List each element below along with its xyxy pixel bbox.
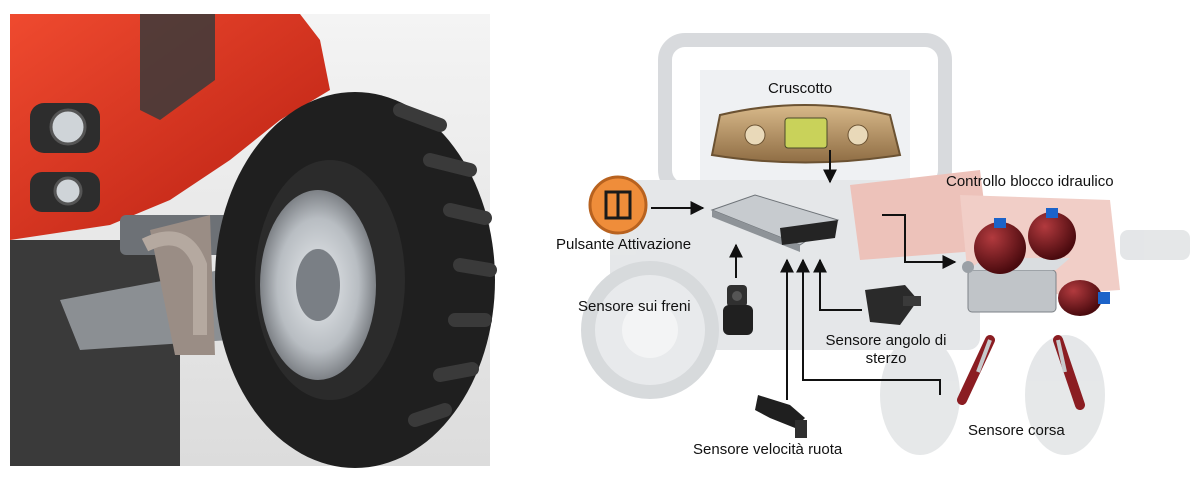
brake-sensor-icon <box>723 285 753 335</box>
activation-button-icon <box>588 175 648 235</box>
hydraulic-block-icon <box>962 208 1110 316</box>
label-wheel-speed-sensor: Sensore velocità ruota <box>693 441 843 458</box>
label-dashboard: Cruscotto <box>768 80 833 97</box>
arrow-steering-to-ecu <box>813 258 862 311</box>
headlight-icon <box>30 103 100 212</box>
wheel-speed-sensor-icon <box>755 395 807 438</box>
diagram <box>581 33 1190 455</box>
label-brake-sensor: Sensore sui freni <box>578 298 691 315</box>
arrow-ecu-to-hydraulic <box>882 214 957 269</box>
stroke-sensor-icon <box>957 335 1085 410</box>
dashboard-icon <box>710 104 902 164</box>
tractor-photo <box>10 14 497 468</box>
connector-arrows <box>651 150 957 400</box>
tire-icon <box>215 92 497 468</box>
label-stroke-sensor: Sensore corsa <box>968 422 1065 439</box>
label-steering-angle-sensor: Sensore angolo di sterzo <box>816 332 956 368</box>
label-steering-angle-sensor-line2: sterzo <box>865 350 907 367</box>
label-steering-angle-sensor-line1: Sensore angolo di <box>825 332 947 349</box>
arrow-stroke-to-ecu <box>796 258 941 395</box>
steering-angle-sensor-icon <box>865 285 921 325</box>
label-hydraulic-block: Controllo blocco idraulico <box>946 173 1114 190</box>
ecu-icon <box>710 194 840 252</box>
label-activation-button: Pulsante Attivazione <box>556 236 692 253</box>
